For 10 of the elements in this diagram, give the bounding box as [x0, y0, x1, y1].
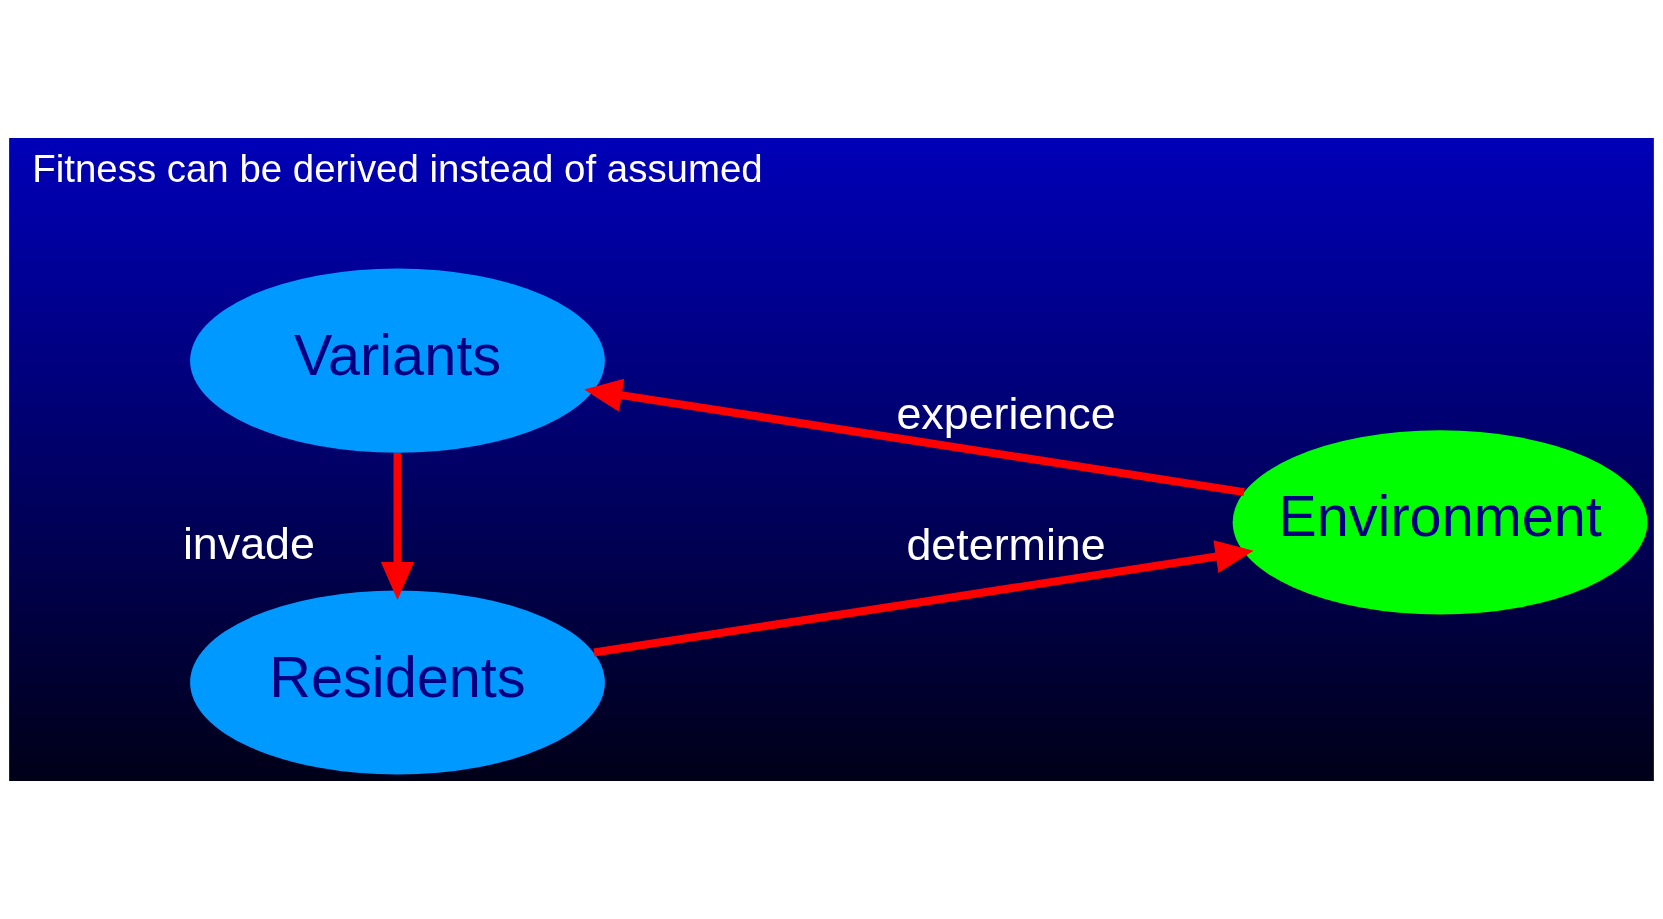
arrow	[584, 378, 1245, 497]
edge-label: determine	[906, 518, 1106, 570]
node-ellipse: Environment	[1232, 430, 1648, 615]
node-ellipse: Variants	[190, 268, 605, 453]
node-ellipse: Residents	[190, 590, 605, 775]
label: Fitness can be derived instead of assumed	[32, 146, 763, 190]
arrow	[593, 540, 1254, 657]
edge-label: invade	[182, 517, 315, 569]
edge-label: experience	[896, 387, 1116, 439]
arrow	[380, 452, 415, 601]
